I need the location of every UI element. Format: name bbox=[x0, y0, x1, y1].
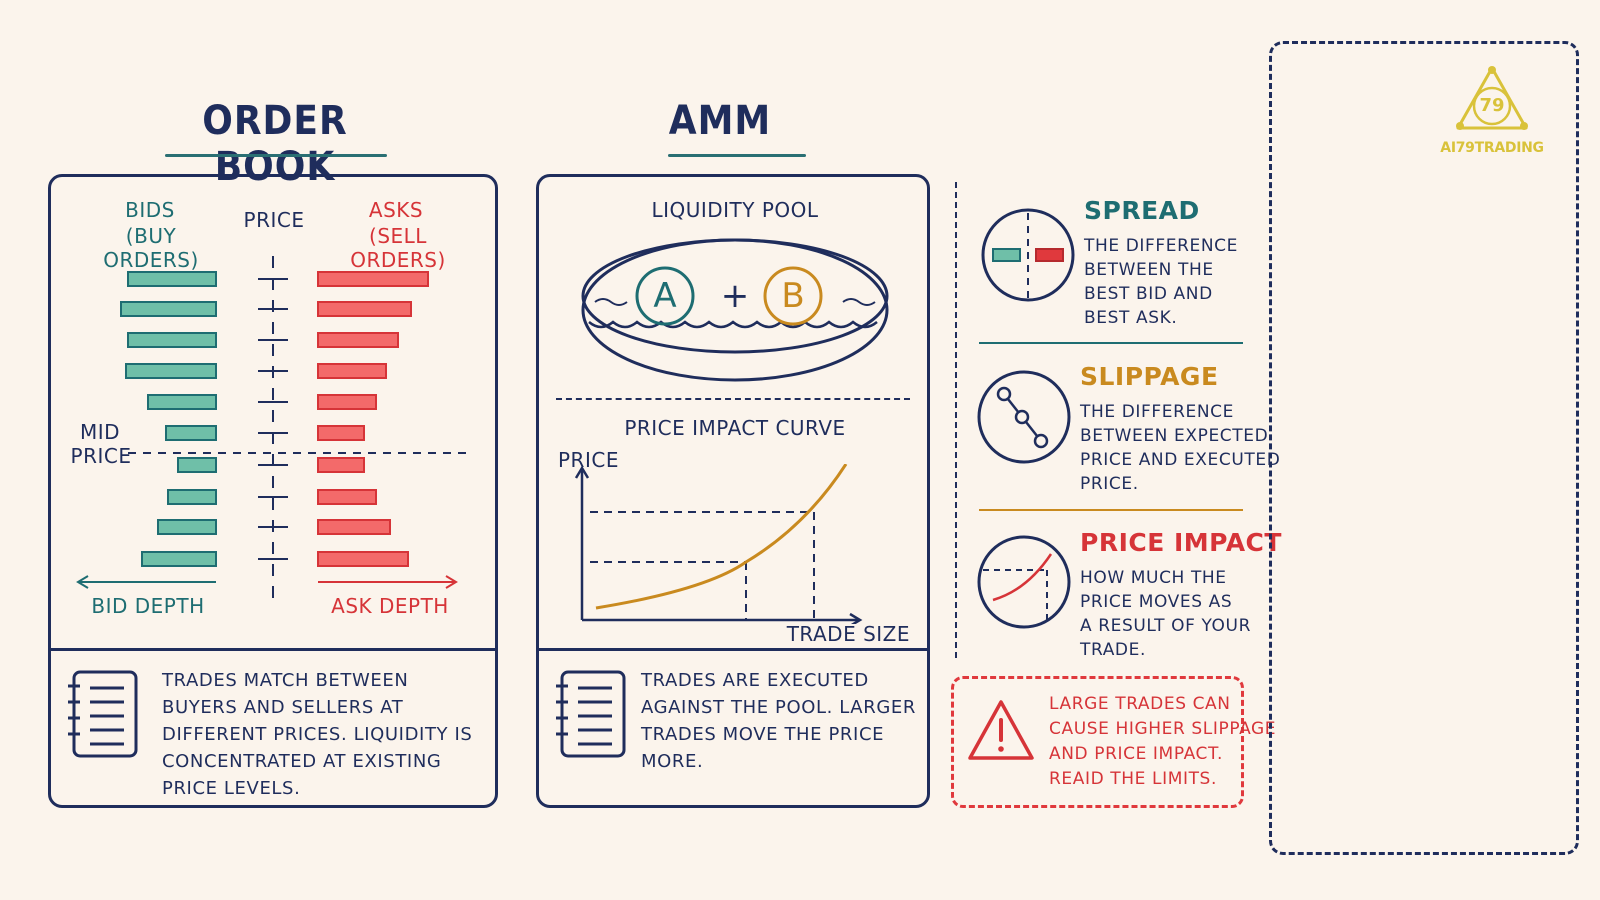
ask-depth-bar bbox=[317, 394, 377, 410]
amm-section-divider bbox=[556, 398, 910, 400]
liquidity-pool-illustration bbox=[581, 238, 889, 382]
logo-number: 79 bbox=[1479, 95, 1505, 116]
price-impact-desc-line1: HOW MUCH THE bbox=[1080, 568, 1227, 588]
slippage-desc-line4: PRICE. bbox=[1080, 474, 1139, 494]
curve-x-axis-label: TRADE SIZE bbox=[786, 622, 910, 646]
spread-desc-line4: BEST ASK. bbox=[1084, 308, 1178, 328]
price-impact-curve-chart bbox=[574, 464, 863, 624]
slippage-icon bbox=[977, 370, 1071, 464]
bid-depth-bar bbox=[157, 519, 217, 535]
price-impact-desc-line2: PRICE MOVES AS bbox=[1080, 592, 1233, 612]
bids-sublabel: (BUY ORDERS) bbox=[103, 224, 199, 272]
ask-depth-bar bbox=[317, 489, 377, 505]
mid-price-label-line2: PRICE bbox=[70, 444, 132, 468]
bid-depth-bar bbox=[127, 271, 217, 287]
order-book-note: TRADES MATCH BETWEEN BUYERS AND SELLERS … bbox=[162, 670, 473, 799]
bid-depth-bar bbox=[120, 301, 217, 317]
warning-box bbox=[951, 676, 1244, 808]
price-impact-desc-line4: TRADE. bbox=[1080, 640, 1146, 660]
price-impact-title: PRICE IMPACT bbox=[1080, 528, 1282, 557]
concepts-left-dashed-divider bbox=[955, 182, 957, 658]
slippage-title: SLIPPAGE bbox=[1080, 362, 1219, 391]
notebook-icon bbox=[556, 670, 626, 758]
order-book-panel bbox=[48, 174, 498, 808]
bid-depth-bar bbox=[165, 425, 217, 441]
ask-depth-bar bbox=[317, 271, 429, 287]
slippage-desc-line1: THE DIFFERENCE bbox=[1080, 402, 1234, 422]
order-book-depth-chart bbox=[76, 256, 473, 604]
ask-depth-bar bbox=[317, 332, 399, 348]
asks-sublabel: (SELL ORDERS) bbox=[350, 224, 446, 272]
spread-icon bbox=[981, 208, 1075, 302]
mid-price-label-line1: MID bbox=[79, 420, 121, 444]
spread-desc-line1: THE DIFFERENCE bbox=[1084, 236, 1238, 256]
ask-depth-bar bbox=[317, 363, 387, 379]
price-impact-icon bbox=[977, 535, 1071, 629]
spread-slippage-separator bbox=[979, 342, 1243, 344]
token-b-label: B bbox=[781, 276, 805, 316]
plus-sign: + bbox=[720, 276, 750, 316]
logo-emblem-icon bbox=[1456, 66, 1528, 130]
warning-icon bbox=[968, 700, 1034, 760]
bid-depth-bar bbox=[127, 332, 217, 348]
order-book-title: ORDER BOOK bbox=[202, 98, 348, 190]
amm-title: AMM bbox=[668, 98, 772, 144]
price-column-label: PRICE bbox=[243, 208, 305, 232]
spread-desc-line3: BEST BID AND bbox=[1084, 284, 1213, 304]
price-impact-desc-line3: A RESULT OF YOUR bbox=[1080, 616, 1251, 636]
amm-divider bbox=[536, 648, 930, 651]
token-a-label: A bbox=[653, 276, 677, 316]
bid-depth-label: BID DEPTH bbox=[91, 594, 205, 618]
bid-depth-bar bbox=[167, 489, 217, 505]
ask-depth-bar bbox=[317, 519, 391, 535]
slippage-impact-separator bbox=[979, 509, 1243, 511]
ask-depth-bar bbox=[317, 425, 365, 441]
ask-depth-label: ASK DEPTH bbox=[331, 594, 449, 618]
empty-placeholder-box bbox=[1269, 41, 1579, 855]
order-book-divider bbox=[48, 648, 498, 651]
order-book-title-underline bbox=[165, 154, 387, 157]
logo-brand-text: AI79TRADING bbox=[1440, 140, 1544, 156]
bid-depth-bar bbox=[141, 551, 217, 567]
amm-panel bbox=[536, 174, 930, 808]
liquidity-pool-label: LIQUIDITY POOL bbox=[651, 198, 819, 222]
price-impact-curve-title: PRICE IMPACT CURVE bbox=[624, 416, 846, 440]
spread-desc-line2: BETWEEN THE bbox=[1084, 260, 1214, 280]
bids-label: BIDS bbox=[125, 198, 175, 222]
warning-line4: REAID THE LIMITS. bbox=[1049, 769, 1217, 789]
bid-depth-bar bbox=[177, 457, 217, 473]
notebook-icon bbox=[68, 670, 138, 758]
spread-title: SPREAD bbox=[1084, 196, 1200, 225]
warning-line2: CAUSE HIGHER SLIPPAGE bbox=[1049, 719, 1277, 739]
curve-y-axis-label: PRICE bbox=[558, 448, 619, 472]
slippage-desc-line3: PRICE AND EXECUTED bbox=[1080, 450, 1281, 470]
bid-depth-bar bbox=[125, 363, 217, 379]
ask-depth-bar bbox=[317, 551, 409, 567]
slippage-desc-line2: BETWEEN EXPECTED bbox=[1080, 426, 1269, 446]
ask-depth-bar bbox=[317, 457, 365, 473]
bid-depth-bar bbox=[147, 394, 217, 410]
asks-label: ASKS bbox=[368, 198, 424, 222]
warning-line3: AND PRICE IMPACT. bbox=[1049, 744, 1223, 764]
warning-line1: LARGE TRADES CAN bbox=[1049, 694, 1231, 714]
ask-depth-bar bbox=[317, 301, 412, 317]
amm-note: TRADES ARE EXECUTED AGAINST THE POOL. LA… bbox=[641, 670, 916, 772]
amm-title-underline bbox=[668, 154, 806, 157]
